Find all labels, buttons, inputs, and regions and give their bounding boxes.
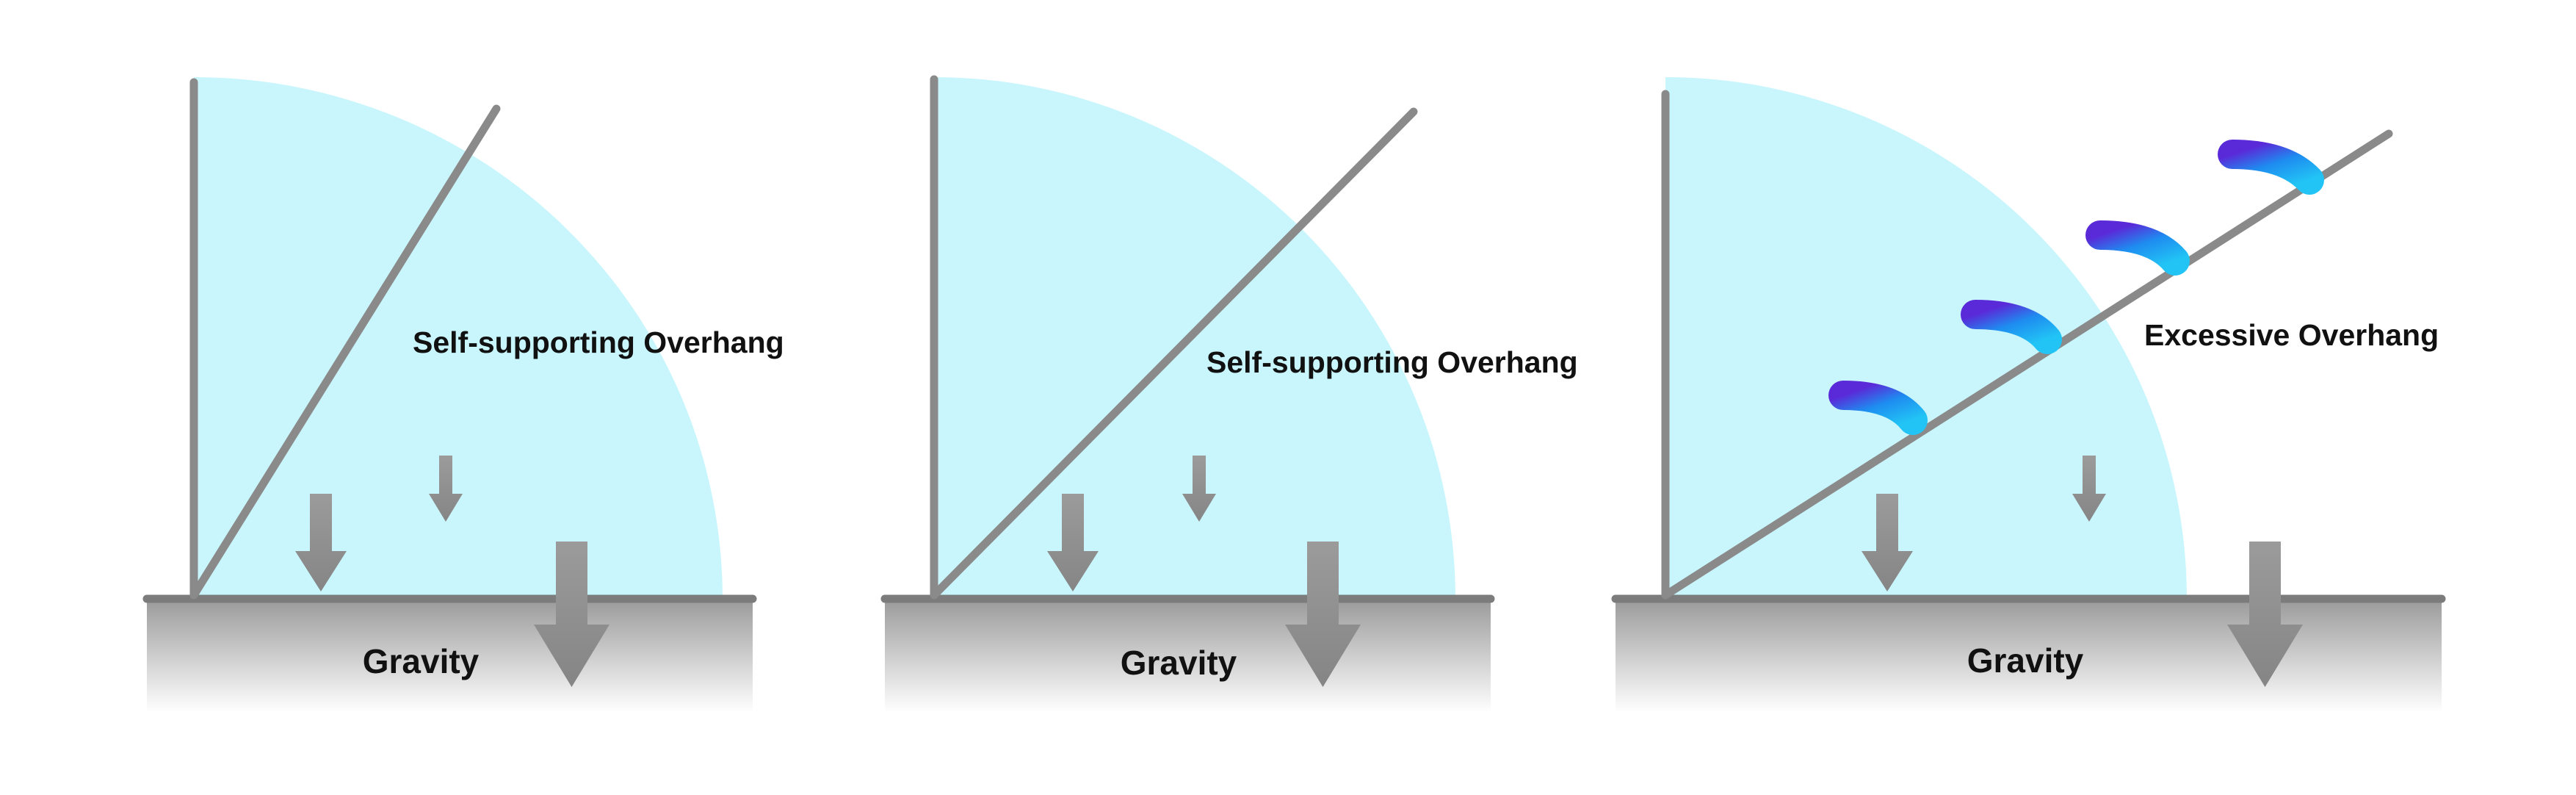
safe-zone-arc [194,77,723,599]
down-arrow-icon [1862,494,1913,591]
gravity-label: Gravity [1967,641,2084,680]
down-arrow-icon [295,494,347,591]
overhang-angle-line [189,104,501,600]
strand-droop-tip [2218,140,2324,195]
ground-block [147,599,753,713]
overhang-label: Excessive Overhang [2144,318,2439,352]
panel-3: Excessive Overhang Gravity [1611,77,2446,713]
strand-droop-tip [2085,220,2190,276]
down-arrow-icon [534,542,609,687]
overhang-angle-line [1661,129,2393,600]
ground-block [1616,599,2442,713]
down-arrow-icon [1047,494,1099,591]
down-arrow-icon [2072,456,2106,522]
overhang-angle-line [930,107,1418,600]
strand-droop-tip [1828,381,1928,435]
gravity-label: Gravity [1121,644,1237,682]
gravity-label: Gravity [363,642,480,680]
panel-2: Self-supporting Overhang Gravity [880,75,1578,713]
panel-1: Self-supporting Overhang Gravity [142,77,784,713]
strand-droop-tip [1961,300,2062,354]
down-arrow-icon [1285,542,1361,687]
ground-block [885,599,1491,713]
down-arrow-icon [429,456,463,522]
overhang-label: Self-supporting Overhang [1206,345,1578,379]
down-arrow-icon [1182,456,1216,522]
overhang-label: Self-supporting Overhang [413,325,784,359]
down-arrow-icon [2227,542,2303,687]
